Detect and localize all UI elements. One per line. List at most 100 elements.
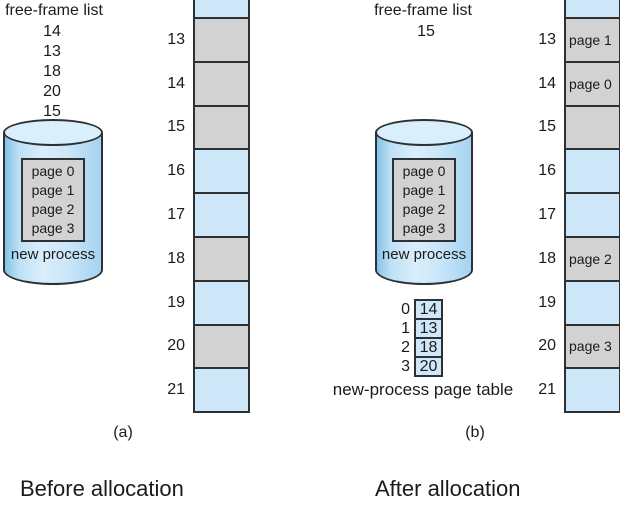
frame-number: 14: [538, 74, 556, 92]
free-frame-list-items-b: 15: [386, 22, 466, 42]
frame-row: 18 page 2: [518, 235, 620, 282]
frame-cell: [193, 279, 250, 326]
frame-number: 21: [167, 381, 185, 399]
cylinder-top-ellipse: [375, 119, 473, 146]
frame-cell: [193, 235, 250, 282]
frame-row: 20: [147, 323, 250, 370]
frame-cell: [193, 60, 250, 107]
free-frame-number: 18: [43, 63, 61, 80]
frame-number: 14: [167, 74, 185, 92]
page-table-frame-cell: 18: [414, 337, 443, 358]
frame-row: 21: [518, 367, 620, 414]
frame-number: 13: [167, 30, 185, 48]
frame-row: 17: [518, 192, 620, 238]
frame-row: 14 page 0: [518, 60, 620, 107]
process-page: page 1: [31, 182, 75, 198]
page-table-frame-cell: 20: [414, 356, 443, 377]
frame-cell: [193, 148, 250, 195]
memory-frames-column-a: 13 14 15 16 17 18 19 20 21: [147, 0, 250, 414]
free-frame-number: 20: [43, 83, 61, 100]
frame-cell: [564, 279, 620, 326]
frame-cell: [564, 192, 620, 238]
frame-cell: [564, 104, 620, 151]
frame-cell: [564, 367, 620, 414]
caption-b: (b): [465, 424, 485, 441]
process-page: page 1: [402, 182, 446, 198]
process-pages-box-a: page 0 page 1 page 2 page 3: [21, 158, 85, 242]
frame-number: 20: [167, 337, 185, 355]
new-process-label-a: new process: [10, 246, 96, 263]
frame-number: 19: [167, 293, 185, 311]
process-page: page 3: [31, 220, 75, 236]
frame-number: 18: [538, 249, 556, 267]
page-table-frame-cell: 14: [414, 299, 443, 320]
process-page: page 2: [31, 201, 75, 217]
free-frame-number: 14: [43, 23, 61, 40]
frame-number: 16: [538, 162, 556, 180]
frame-row: 19: [147, 279, 250, 326]
before-allocation-title: Before allocation: [20, 476, 184, 501]
frame-cell: [193, 323, 250, 370]
page-table-index: 2: [401, 338, 410, 356]
frame-cell: [193, 104, 250, 151]
frame-cell-allocated: page 1: [564, 17, 620, 63]
frame-row: 15: [518, 104, 620, 151]
frame-cell-allocated: page 2: [564, 235, 620, 282]
frame-row: 18: [147, 235, 250, 282]
page-table-index: 3: [401, 357, 410, 375]
free-frame-number: 13: [43, 43, 61, 60]
memory-frames-column-b: 13 page 1 14 page 0 15 16 17 18 page 2 19 20 page 3…: [518, 0, 620, 414]
frame-cell: [564, 148, 620, 195]
frame-row: 15: [147, 104, 250, 151]
caption-a: (a): [113, 424, 133, 441]
frame-row: 19: [518, 279, 620, 326]
process-pages-box-b: page 0 page 1 page 2 page 3: [392, 158, 456, 242]
frame-number: 19: [538, 293, 556, 311]
frame-cell: [193, 192, 250, 238]
frame-cell-allocated: page 3: [564, 323, 620, 370]
frame-number: 15: [167, 118, 185, 136]
frame-row: 14: [147, 60, 250, 107]
frame-cell-allocated: page 0: [564, 60, 620, 107]
page-table-label: new-process page table: [332, 380, 514, 399]
new-process-cylinder-a: page 0 page 1 page 2 page 3 new process: [3, 119, 103, 285]
free-frame-list-items-a: 14 13 18 20 15: [12, 22, 92, 122]
frame-number: 18: [167, 249, 185, 267]
new-process-label-b: new process: [381, 246, 467, 263]
after-allocation-title: After allocation: [375, 476, 521, 501]
process-page: page 2: [402, 201, 446, 217]
frame-row: 21: [147, 367, 250, 414]
frame-cell: [193, 17, 250, 63]
process-page: page 0: [31, 163, 75, 179]
free-frame-list-title-b: free-frame list: [374, 2, 472, 19]
frame-row: 17: [147, 192, 250, 238]
frame-row: 13 page 1: [518, 17, 620, 63]
cylinder-top-ellipse: [3, 119, 103, 146]
page-table-index: 0: [401, 300, 410, 318]
frame-row: 16: [147, 148, 250, 195]
free-frame-number: 15: [417, 23, 435, 40]
frame-number: 17: [538, 206, 556, 224]
free-frame-number: 15: [43, 103, 61, 120]
process-page: page 0: [402, 163, 446, 179]
free-frame-list-title-a: free-frame list: [5, 2, 103, 19]
frame-number: 20: [538, 337, 556, 355]
page-table-frame-cell: 13: [414, 318, 443, 339]
frame-row: 16: [518, 148, 620, 195]
page-table-index: 1: [401, 319, 410, 337]
frame-cell: [193, 367, 250, 414]
process-page: page 3: [402, 220, 446, 236]
frame-number: 13: [538, 30, 556, 48]
frame-row: 13: [147, 17, 250, 63]
frame-number: 17: [167, 206, 185, 224]
frame-row: 20 page 3: [518, 323, 620, 370]
frame-number: 21: [538, 381, 556, 399]
frame-number: 16: [167, 162, 185, 180]
frame-number: 15: [538, 118, 556, 136]
